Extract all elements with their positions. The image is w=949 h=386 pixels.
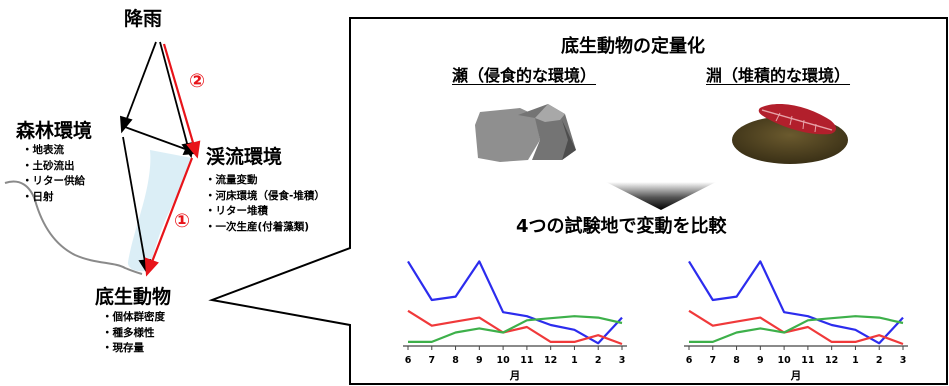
rocks-image — [475, 104, 576, 162]
x-tick-label: 7 — [428, 355, 435, 366]
series-line — [407, 309, 623, 346]
list-item: 一次生産(付着藻類) — [205, 220, 325, 236]
pool-label: 淵（堆積的な環境） — [706, 66, 851, 85]
x-tick-label: 1 — [852, 355, 859, 366]
x-tick-label: 9 — [476, 355, 483, 366]
x-tick-label: 11 — [801, 355, 814, 366]
stream-title: 渓流環境 — [206, 146, 283, 168]
forest-items: 地表流 土砂流出 リター供給 日射 — [22, 143, 86, 206]
series-line — [689, 315, 904, 344]
x-tick-label: 11 — [520, 355, 533, 366]
list-item: 河床環境（侵食-堆積） — [205, 189, 325, 205]
marker-1: ① — [174, 210, 191, 232]
list-item: 個体群密度 — [102, 310, 166, 326]
list-item: 種多様性 — [102, 326, 165, 342]
list-item: 流量変動 — [205, 173, 325, 189]
down-triangle — [606, 182, 716, 210]
quantification-title: 底生動物の定量化 — [561, 36, 705, 57]
x-tick-label: 6 — [686, 355, 693, 366]
series-line — [688, 260, 904, 345]
series-line — [688, 309, 904, 346]
stream-items: 流量変動 河床環境（侵食-堆積） リター堆積 一次生産(付着藻類) — [205, 173, 325, 235]
compare-title: 4つの試験地で変動を比較 — [516, 216, 727, 237]
x-tick-label: 7 — [709, 355, 716, 366]
stream-water — [127, 150, 192, 272]
leaf-plate-image — [732, 104, 848, 164]
x-tick-label: 12 — [825, 355, 838, 366]
marker-2: ② — [189, 70, 206, 92]
x-axis-label: 月 — [790, 370, 802, 382]
x-tick-label: 3 — [900, 355, 907, 366]
list-item: 地表流 — [22, 143, 85, 159]
x-tick-label: 2 — [595, 355, 602, 366]
x-tick-label: 2 — [876, 355, 883, 366]
list-item: 日射 — [22, 190, 85, 206]
x-tick-label: 6 — [405, 355, 412, 366]
x-tick-label: 8 — [733, 355, 740, 366]
x-tick-label: 10 — [777, 355, 791, 366]
x-tick-label: 8 — [452, 355, 459, 366]
x-tick-label: 10 — [496, 355, 510, 366]
x-tick-label: 12 — [544, 355, 557, 366]
x-tick-label: 1 — [571, 355, 578, 366]
rain-label: 降雨 — [124, 8, 163, 30]
series-line — [407, 260, 623, 345]
x-tick-label: 3 — [619, 355, 626, 366]
forest-title: 森林環境 — [16, 120, 93, 142]
red-arrows — [144, 43, 201, 277]
x-tick-label: 9 — [757, 355, 764, 366]
benthos-items: 個体群密度 種多様性 現存量 — [102, 310, 166, 357]
list-item: リター堆積 — [205, 204, 325, 220]
series-line — [408, 315, 623, 344]
benthos-title: 底生動物 — [95, 286, 172, 308]
list-item: 土砂流出 — [22, 159, 85, 175]
list-item: 現存量 — [102, 341, 165, 357]
x-axis-label: 月 — [509, 370, 521, 382]
list-item: リター供給 — [22, 174, 86, 190]
riffle-label: 瀬（侵食的な環境） — [452, 66, 597, 85]
